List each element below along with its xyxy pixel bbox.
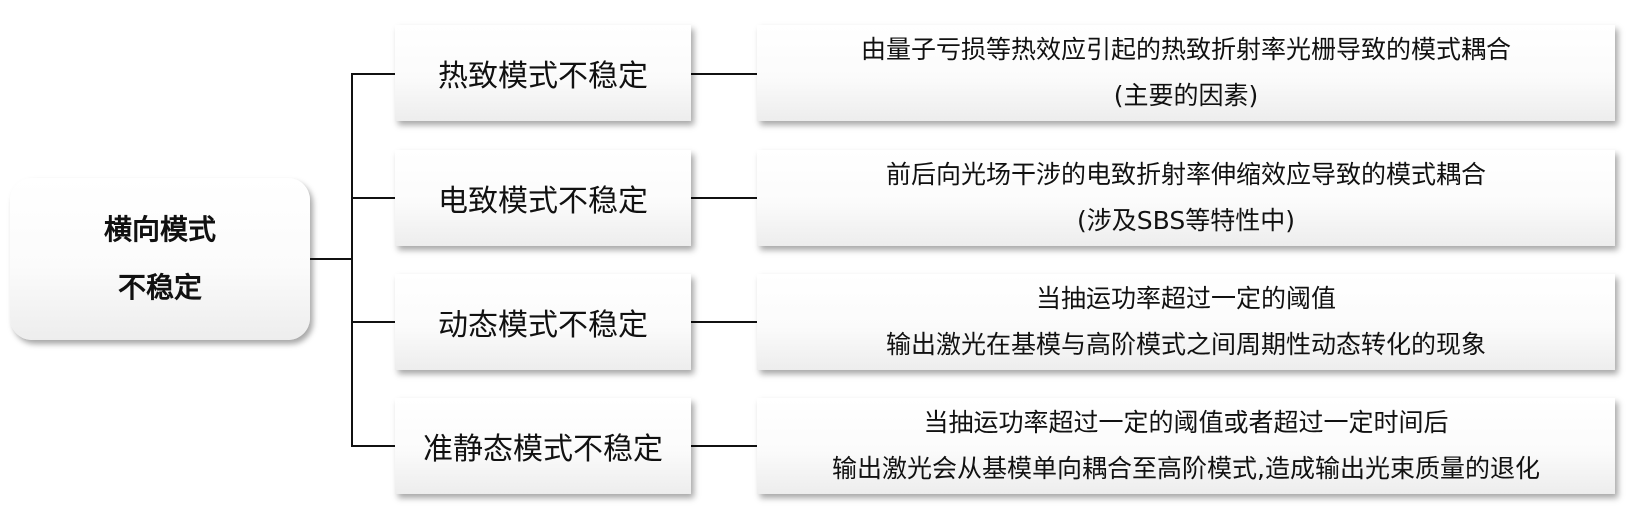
desc-line-1: 前后向光场干涉的电致折射率伸缩效应导致的模式耦合 <box>885 160 1486 189</box>
root-node-label-line-1: 横向模式 <box>103 213 216 246</box>
desc-line-2: (主要的因素) <box>1113 81 1259 110</box>
desc-line-1: 当抽运功率超过一定的阈值或者超过一定时间后 <box>923 408 1449 437</box>
branch-line-3 <box>351 321 395 323</box>
desc-line-1: 当抽运功率超过一定的阈值 <box>1035 284 1336 313</box>
mode-node-electro: 电致模式不稳定 <box>395 150 691 246</box>
branch-line-4 <box>351 445 395 447</box>
desc-node-thermal: 由量子亏损等热效应引起的热致折射率光栅导致的模式耦合 (主要的因素) <box>757 25 1615 121</box>
desc-node-electro: 前后向光场干涉的电致折射率伸缩效应导致的模式耦合 (涉及SBS等特性中) <box>757 150 1615 246</box>
desc-line-2: 输出激光会从基模单向耦合至高阶模式,造成输出光束质量的退化 <box>832 454 1540 483</box>
branch-line-1 <box>351 73 395 75</box>
desc-connector-line-4 <box>691 445 757 447</box>
mode-label: 热致模式不稳定 <box>438 59 648 94</box>
desc-connector-line-1 <box>691 73 757 75</box>
mode-label: 准静态模式不稳定 <box>423 432 663 467</box>
branch-trunk-line <box>351 73 353 446</box>
mode-label: 电致模式不稳定 <box>438 184 648 219</box>
desc-node-quasi-static: 当抽运功率超过一定的阈值或者超过一定时间后 输出激光会从基模单向耦合至高阶模式,… <box>757 398 1615 494</box>
mode-label: 动态模式不稳定 <box>438 308 648 343</box>
desc-line-2: (涉及SBS等特性中) <box>1077 206 1295 235</box>
desc-line-1: 由量子亏损等热效应引起的热致折射率光栅导致的模式耦合 <box>860 35 1511 64</box>
root-node-transverse-mode-instability: 横向模式 不稳定 <box>10 178 310 340</box>
mode-node-thermal: 热致模式不稳定 <box>395 25 691 121</box>
desc-connector-line-2 <box>691 197 757 199</box>
desc-connector-line-3 <box>691 321 757 323</box>
desc-line-2: 输出激光在基模与高阶模式之间周期性动态转化的现象 <box>885 330 1486 359</box>
mode-node-dynamic: 动态模式不稳定 <box>395 274 691 370</box>
mode-node-quasi-static: 准静态模式不稳定 <box>395 398 691 494</box>
branch-line-2 <box>351 197 395 199</box>
root-connector-line <box>310 258 352 260</box>
desc-node-dynamic: 当抽运功率超过一定的阈值 输出激光在基模与高阶模式之间周期性动态转化的现象 <box>757 274 1615 370</box>
root-node-label-line-2: 不稳定 <box>117 271 202 304</box>
